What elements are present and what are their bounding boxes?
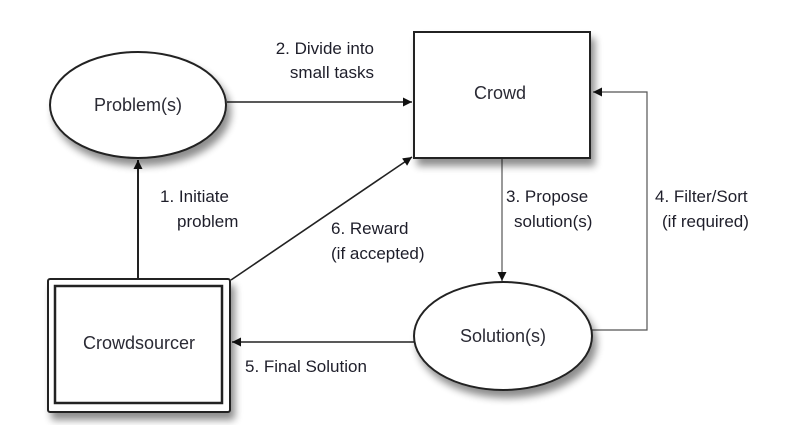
node-problem-label: Problem(s) [94, 95, 182, 115]
edge-reward-arrow [230, 156, 413, 281]
node-solution [413, 281, 593, 391]
edge-divide-tasks-label-line2: small tasks [290, 63, 374, 82]
node-crowdsourcer [47, 278, 231, 413]
edge-divide-tasks-label-line1: 2. Divide into [276, 39, 374, 58]
edge-final-solution-label: 5. Final Solution [245, 357, 367, 376]
node-problem [49, 51, 227, 159]
edge-filter-sort-arrow [590, 87, 648, 331]
edge-reward-label-line1: 6. Reward [331, 219, 408, 238]
edge-propose-solution-label-line1: 3. Propose [506, 187, 588, 206]
edge-filter-sort-label-line1: 4. Filter/Sort [655, 187, 748, 206]
node-crowd-label: Crowd [474, 83, 526, 103]
edge-initiate-problem-label-line1: 1. Initiate [160, 187, 229, 206]
edge-propose-solution-label-line2: solution(s) [514, 212, 592, 231]
node-crowd [413, 31, 591, 159]
edge-filter-sort-label-line2: (if required) [662, 212, 749, 231]
edge-reward-label-line2: (if accepted) [331, 244, 425, 263]
edge-initiate-problem-label-line2: problem [177, 212, 238, 231]
node-crowdsourcer-label: Crowdsourcer [83, 333, 195, 353]
node-solution-label: Solution(s) [460, 326, 546, 346]
